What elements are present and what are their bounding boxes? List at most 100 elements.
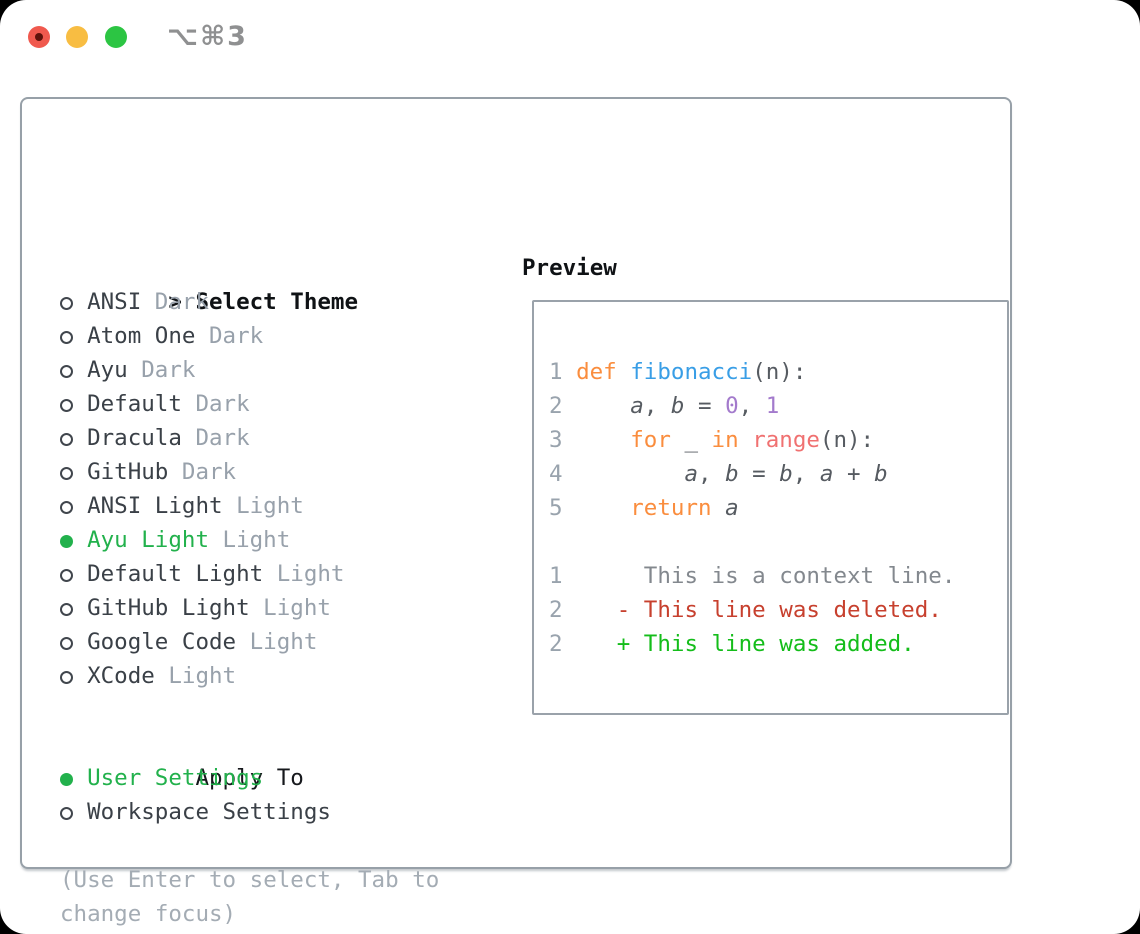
theme-item-google-code-label: Google Code bbox=[87, 629, 237, 655]
code-token: , bbox=[643, 393, 671, 419]
theme-item-atom-one[interactable]: Atom One Dark bbox=[60, 319, 453, 353]
theme-item-github-label: GitHub bbox=[87, 459, 169, 485]
radio-icon bbox=[60, 331, 73, 344]
theme-item-dracula[interactable]: Dracula Dark bbox=[60, 421, 453, 455]
section-title-apply-to: Apply To bbox=[195, 765, 304, 791]
line-number: 1 bbox=[549, 563, 563, 589]
code-token bbox=[739, 427, 753, 453]
apply-option-workspace-settings-label: Workspace Settings bbox=[87, 799, 331, 825]
minimize-button[interactable] bbox=[66, 26, 88, 48]
code-token: (n): bbox=[819, 427, 875, 453]
code-token: a bbox=[725, 495, 739, 521]
theme-item-ayu[interactable]: Ayu Dark bbox=[60, 353, 453, 387]
code-token: , bbox=[698, 461, 726, 487]
diff-deleted-line: 2 - This line was deleted. bbox=[549, 593, 1007, 627]
theme-item-github[interactable]: GitHub Dark bbox=[60, 455, 453, 489]
theme-variant-tag: Dark bbox=[181, 425, 250, 451]
theme-variant-tag: Light bbox=[209, 527, 291, 553]
radio-icon bbox=[60, 569, 73, 582]
code-token: This is a context line. bbox=[576, 563, 956, 589]
code-token: _ bbox=[670, 427, 712, 453]
theme-variant-tag: Dark bbox=[127, 357, 196, 383]
apply-to-header: Apply To bbox=[60, 727, 453, 791]
line-number: 3 bbox=[549, 427, 563, 453]
radio-icon bbox=[60, 807, 73, 820]
line-number: 4 bbox=[549, 461, 563, 487]
window-title-shortcut: ⌥⌘3 bbox=[167, 21, 248, 52]
theme-item-google-code[interactable]: Google Code Light bbox=[60, 625, 453, 659]
code-token: a bbox=[630, 393, 644, 419]
code-token bbox=[617, 359, 631, 385]
code-token: + This line was added. bbox=[576, 631, 915, 657]
blank-line bbox=[549, 525, 1007, 559]
hint-text: (Use Enter to select, Tab to change focu… bbox=[60, 867, 440, 927]
radio-icon bbox=[60, 365, 73, 378]
radio-icon bbox=[60, 603, 73, 616]
close-button[interactable] bbox=[28, 26, 50, 48]
radio-selected-icon bbox=[60, 773, 73, 786]
theme-item-default[interactable]: Default Dark bbox=[60, 387, 453, 421]
code-token: range bbox=[752, 427, 820, 453]
line-number: 2 bbox=[549, 597, 563, 623]
code-token: , bbox=[738, 393, 766, 419]
theme-variant-tag: Dark bbox=[168, 459, 237, 485]
code-token: return bbox=[630, 495, 712, 521]
theme-item-ansi-light[interactable]: ANSI Light Light bbox=[60, 489, 453, 523]
code-token: b bbox=[670, 393, 685, 419]
code-token: a bbox=[684, 461, 698, 487]
code-token: 1 bbox=[765, 393, 780, 419]
code-line: 2 a, b = 0, 1 bbox=[549, 389, 1007, 423]
theme-variant-tag: Light bbox=[249, 595, 331, 621]
theme-variant-tag: Light bbox=[263, 561, 345, 587]
line-number: 5 bbox=[549, 495, 563, 521]
code-line: 5 return a bbox=[549, 491, 1007, 525]
code-token bbox=[576, 393, 630, 419]
theme-variant-tag: Dark bbox=[141, 289, 209, 315]
theme-item-github-light[interactable]: GitHub Light Light bbox=[60, 591, 453, 625]
radio-icon bbox=[60, 433, 73, 446]
code-token: b bbox=[779, 461, 793, 487]
theme-item-ayu-light-label: Ayu Light bbox=[87, 527, 209, 553]
code-token: in bbox=[711, 427, 739, 453]
theme-variant-tag: Dark bbox=[195, 323, 264, 349]
code-token: 0 bbox=[725, 393, 739, 419]
diff-added-line: 2 + This line was added. bbox=[549, 627, 1007, 661]
theme-item-xcode-label: XCode bbox=[87, 663, 155, 689]
section-title-preview: Preview bbox=[522, 255, 617, 281]
theme-variant-tag: Light bbox=[154, 663, 237, 689]
radio-icon bbox=[60, 637, 73, 650]
theme-item-ansi-light-label: ANSI Light bbox=[87, 493, 223, 519]
theme-item-default-light-label: Default Light bbox=[87, 561, 264, 587]
theme-variant-tag: Dark bbox=[181, 391, 250, 417]
code-token: = bbox=[738, 461, 780, 487]
code-line: 3 for _ in range(n): bbox=[549, 423, 1007, 457]
theme-item-dracula-label: Dracula bbox=[87, 425, 182, 451]
code-token: for bbox=[630, 427, 671, 453]
apply-option-workspace-settings[interactable]: Workspace Settings bbox=[60, 795, 453, 829]
theme-item-default-label: Default bbox=[87, 391, 182, 417]
theme-variant-tag: Light bbox=[236, 629, 318, 655]
radio-icon bbox=[60, 467, 73, 480]
maximize-button[interactable] bbox=[105, 26, 127, 48]
code-token: fibonacci bbox=[630, 359, 753, 385]
theme-item-ayu-light[interactable]: Ayu Light Light bbox=[60, 523, 453, 557]
theme-variant-tag: Light bbox=[222, 493, 304, 519]
radio-icon bbox=[60, 671, 73, 684]
code-token: b bbox=[874, 461, 888, 487]
theme-item-github-light-label: GitHub Light bbox=[87, 595, 250, 621]
theme-item-xcode[interactable]: XCode Light bbox=[60, 659, 453, 693]
section-title-select-theme: Select Theme bbox=[195, 289, 359, 315]
code-token: , bbox=[792, 461, 820, 487]
radio-selected-icon bbox=[60, 535, 73, 548]
theme-item-ansi[interactable]: ANSI Dark bbox=[60, 285, 453, 319]
code-token bbox=[712, 495, 726, 521]
code-token: - This line was deleted. bbox=[576, 597, 942, 623]
apply-option-user-settings[interactable]: User Settings bbox=[60, 761, 453, 795]
theme-item-default-light[interactable]: Default Light Light bbox=[60, 557, 453, 591]
code-token: (n): bbox=[752, 359, 807, 385]
